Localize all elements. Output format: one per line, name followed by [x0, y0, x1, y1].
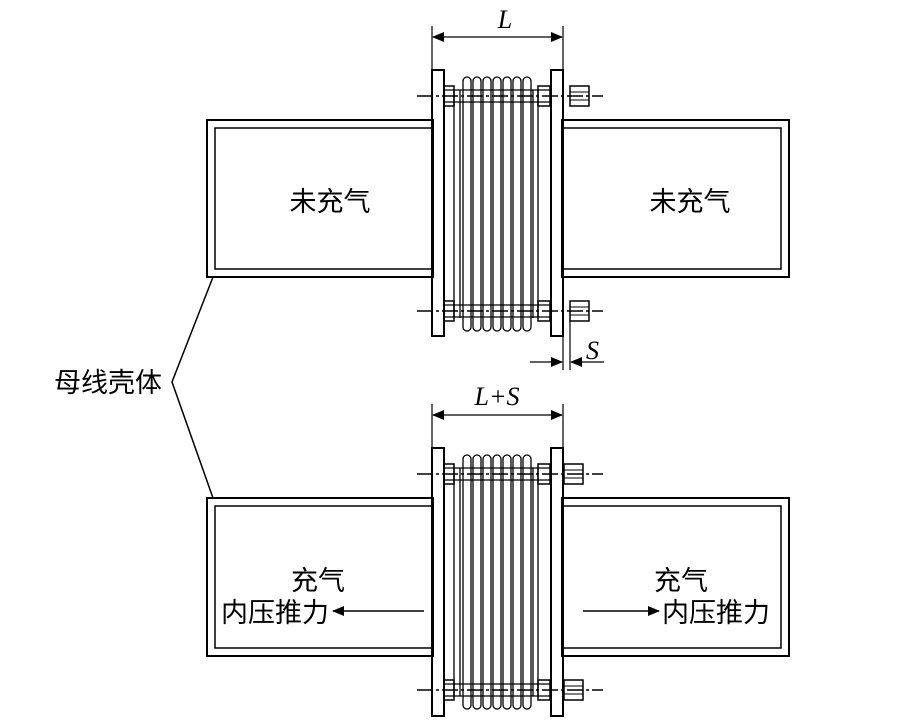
dimension-l-plus-s — [431, 404, 564, 448]
bottom-assembly — [206, 404, 790, 717]
bottom-left-flange — [431, 447, 445, 717]
top-assembly — [206, 26, 790, 370]
label-charged-left: 充气 — [291, 566, 345, 597]
housing-leader-line — [171, 276, 214, 499]
bottom-lower-bolt — [417, 679, 603, 701]
bottom-bellows — [453, 454, 539, 710]
label-dim-l-plus-s: L+S — [473, 382, 519, 411]
dimension-s — [530, 321, 604, 370]
bottom-right-flange — [550, 447, 564, 717]
bottom-upper-bolt — [417, 463, 603, 485]
dimension-l — [431, 26, 564, 70]
top-left-flange — [431, 69, 445, 337]
label-thrust-right: 内压推力 — [662, 598, 770, 629]
label-dim-l: L — [497, 5, 512, 34]
label-uncharged-right: 未充气 — [650, 187, 731, 218]
label-busbar-housing: 母线壳体 — [54, 368, 162, 399]
top-upper-bolt — [417, 85, 603, 107]
top-bellows — [453, 76, 539, 332]
label-thrust-left: 内压推力 — [221, 598, 329, 629]
label-uncharged-left: 未充气 — [290, 187, 371, 218]
top-right-flange — [550, 69, 564, 337]
label-dim-s: S — [586, 336, 599, 365]
label-charged-right: 充气 — [654, 566, 708, 597]
top-lower-bolt — [417, 300, 603, 322]
